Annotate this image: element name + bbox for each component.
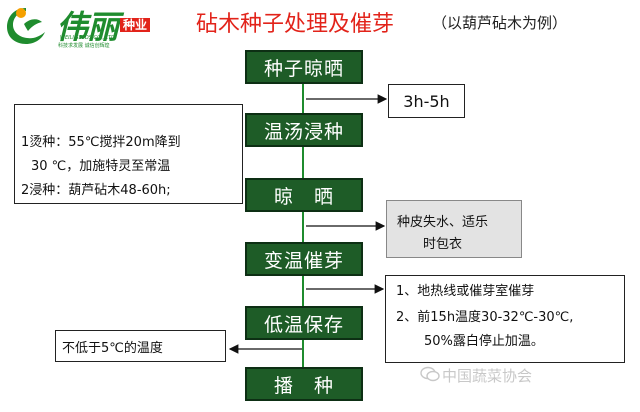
note-drying-time: 3h-5h	[388, 84, 465, 118]
watermark-text: 中国蔬菜协会	[442, 367, 533, 385]
flow-spine-line	[302, 82, 304, 372]
wechat-icon	[420, 366, 440, 382]
logo-brand-name: 伟丽	[56, 8, 119, 46]
logo-slogan: 科技求发展 诚信创辉煌	[58, 43, 110, 49]
note-drying-line-1: 种皮失水、适乐	[397, 215, 489, 230]
logo-english-name: WEILI SEEDS CO., LTD	[60, 35, 115, 41]
company-logo-icon	[7, 8, 45, 44]
step-sowing: 播 种	[245, 367, 363, 401]
note-soaking: 1烫种：55℃搅拌20m降到 30 ℃，加施特灵至常温 2浸种：葫芦砧木48-6…	[14, 104, 243, 204]
step-drying: 晾 晒	[245, 178, 363, 212]
note-germination: 1、地热线或催芽室催芽 2、前15h温度30-32℃-30℃, 50%露白停止加…	[385, 275, 625, 363]
step-seed-drying: 种子晾晒	[245, 50, 363, 84]
step-warm-water-soak: 温汤浸种	[245, 113, 363, 147]
step-low-temp-storage: 低温保存	[245, 306, 363, 340]
logo-brand-suffix: 种业	[120, 18, 151, 32]
note-soaking-line-3: 2浸种：葫芦砧木48-60h;	[21, 183, 171, 198]
page-subtitle: （以葫芦砧木为例）	[432, 14, 568, 32]
step-variable-temp-germination: 变温催芽	[245, 242, 363, 276]
note-soaking-line-1: 1烫种：55℃搅拌20m降到	[21, 135, 181, 150]
note-germination-line-1: 1、地热线或催芽室催芽	[396, 284, 535, 299]
note-soaking-line-2: 30 ℃，加施特灵至常温	[31, 159, 171, 174]
note-drying-line-2: 时包衣	[423, 237, 463, 252]
note-storage-temperature: 不低于5℃的温度	[55, 330, 226, 362]
note-germination-line-3: 50%露白停止加温。	[424, 334, 544, 349]
note-germination-line-2: 2、前15h温度30-32℃-30℃,	[396, 310, 574, 325]
note-drying: 种皮失水、适乐 时包衣	[386, 200, 522, 258]
page-title: 砧木种子处理及催芽	[196, 12, 395, 37]
